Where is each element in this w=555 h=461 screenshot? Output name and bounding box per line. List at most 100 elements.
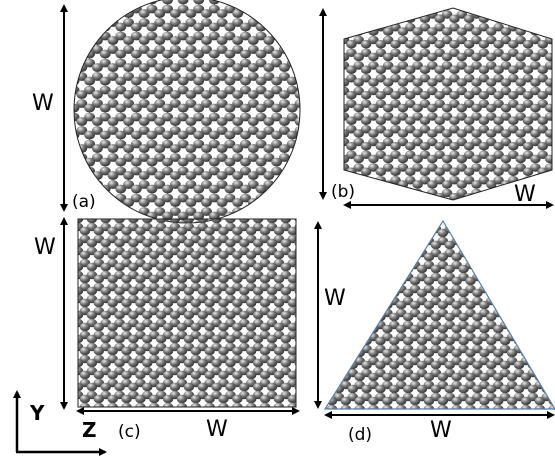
bond xyxy=(97,22,106,28)
carbon-atom xyxy=(278,153,290,162)
carbon-atom xyxy=(500,61,512,70)
carbon-atom xyxy=(456,78,468,87)
carbon-atom xyxy=(66,227,77,236)
bond xyxy=(358,26,367,32)
carbon-atom xyxy=(252,382,264,392)
carbon-atom xyxy=(146,49,158,59)
bond xyxy=(532,348,541,354)
carbon-atom xyxy=(130,139,142,149)
carbon-atom xyxy=(225,262,236,272)
bond xyxy=(400,252,409,258)
carbon-atom xyxy=(537,99,549,108)
carbon-atom xyxy=(66,259,77,268)
carbon-atom xyxy=(412,78,423,87)
carbon-atom xyxy=(456,180,468,189)
carbon-atom xyxy=(91,72,103,81)
carbon-atom xyxy=(59,407,70,416)
carbon-atom xyxy=(169,207,181,216)
carbon-atom xyxy=(515,206,526,215)
bond xyxy=(470,228,478,234)
carbon-atom xyxy=(500,103,512,113)
bond xyxy=(344,90,345,96)
bond xyxy=(394,240,402,246)
carbon-atom xyxy=(419,48,431,57)
carbon-atom xyxy=(130,22,142,32)
carbon-atom xyxy=(301,347,312,356)
carbon-atom xyxy=(397,8,409,11)
carbon-atom xyxy=(148,226,160,236)
carbon-atom xyxy=(294,18,300,27)
carbon-atom xyxy=(353,78,364,87)
bond xyxy=(299,197,300,203)
carbon-atom xyxy=(135,402,146,407)
carbon-atom xyxy=(224,31,236,41)
carbon-atom xyxy=(263,198,275,207)
carbon-atom xyxy=(247,117,259,126)
bond xyxy=(484,252,492,258)
bond xyxy=(338,372,347,378)
bond xyxy=(64,263,71,267)
carbon-atom xyxy=(239,262,250,272)
carbon-atom xyxy=(162,322,174,332)
carbon-atom xyxy=(91,63,103,72)
bond xyxy=(74,170,83,176)
carbon-atom xyxy=(331,125,342,134)
lattice-d xyxy=(325,221,555,409)
bond xyxy=(64,323,71,327)
bond xyxy=(525,228,534,234)
carbon-atom xyxy=(360,142,372,151)
carbon-atom xyxy=(255,130,267,140)
carbon-atom xyxy=(86,358,98,368)
carbon-atom xyxy=(232,394,243,404)
carbon-atom xyxy=(66,299,77,308)
carbon-atom xyxy=(204,370,215,380)
bond xyxy=(338,324,347,330)
carbon-atom xyxy=(93,250,105,260)
carbon-atom xyxy=(190,322,202,332)
carbon-atom xyxy=(500,78,512,87)
carbon-atom xyxy=(427,214,438,223)
carbon-atom xyxy=(138,18,150,27)
carbon-atom xyxy=(138,36,150,45)
carbon-atom xyxy=(93,346,105,356)
carbon-atom xyxy=(287,298,296,308)
carbon-atom xyxy=(240,157,251,167)
carbon-atom xyxy=(273,322,285,332)
bond xyxy=(490,192,499,198)
carbon-atom xyxy=(353,103,364,113)
carbon-atom xyxy=(287,394,296,404)
carbon-atom xyxy=(197,286,208,296)
carbon-atom xyxy=(405,176,416,185)
bond xyxy=(535,14,544,20)
carbon-atom xyxy=(84,85,96,95)
carbon-atom xyxy=(412,103,423,113)
bond xyxy=(64,407,71,411)
carbon-atom xyxy=(211,334,222,344)
carbon-atom xyxy=(53,185,64,194)
carbon-atom xyxy=(397,86,409,96)
bond xyxy=(511,228,520,234)
carbon-atom xyxy=(544,188,552,198)
carbon-atom xyxy=(255,76,267,86)
bond xyxy=(268,8,277,14)
carbon-atom xyxy=(397,35,409,45)
carbon-atom xyxy=(78,310,84,320)
carbon-atom xyxy=(427,103,438,113)
carbon-atom xyxy=(537,91,549,100)
bond xyxy=(352,240,360,246)
carbon-atom xyxy=(434,48,445,57)
carbon-atom xyxy=(441,154,453,164)
bond xyxy=(344,116,345,122)
carbon-atom xyxy=(405,74,416,83)
carbon-atom xyxy=(266,262,278,272)
carbon-atom xyxy=(346,65,357,74)
carbon-atom xyxy=(471,214,482,223)
carbon-atom xyxy=(353,129,364,138)
carbon-atom xyxy=(154,180,166,189)
carbon-atom xyxy=(427,112,438,121)
carbon-atom xyxy=(114,238,125,248)
bond xyxy=(345,300,353,306)
bond xyxy=(387,192,396,198)
carbon-atom xyxy=(434,167,445,176)
carbon-atom xyxy=(107,322,118,332)
